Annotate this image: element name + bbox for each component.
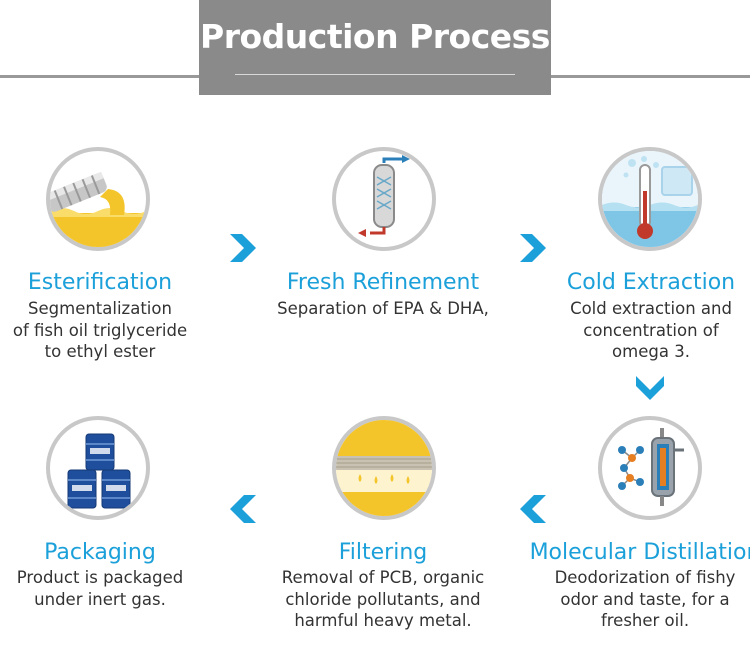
header-banner: Production Process	[199, 0, 551, 95]
step-desc-molecular-distillation: Deodorization of fishy odor and taste, f…	[554, 568, 736, 630]
step-title-fresh-refinement: Fresh Refinement	[286, 270, 480, 295]
step-desc-packaging: Product is packaged under inert gas.	[16, 568, 184, 609]
title-underline	[235, 74, 515, 75]
step-desc-cold-extraction: Cold extraction and concentration of ome…	[570, 299, 732, 361]
step-title-molecular-distillation: Molecular Distillation	[529, 540, 750, 565]
chevron-down-icon	[636, 376, 664, 400]
page-title: Production Process	[200, 17, 550, 56]
stacked-drums-icon	[46, 416, 150, 520]
filter-membrane-icon	[332, 416, 436, 520]
step-title-packaging: Packaging	[44, 540, 156, 565]
step-title-filtering: Filtering	[338, 540, 428, 565]
header-rule-left	[0, 75, 199, 78]
step-desc-fresh-refinement: Separation of EPA & DHA,	[277, 299, 489, 318]
refinement-column-icon	[332, 147, 436, 251]
pipe-pouring-oil-icon	[46, 147, 150, 251]
step-title-esterification: Esterification	[27, 270, 173, 295]
step-title-cold-extraction: Cold Extraction	[566, 270, 736, 295]
chevron-left-icon	[520, 495, 546, 523]
molecular-distiller-icon	[598, 416, 702, 520]
step-desc-filtering: Removal of PCB, organic chloride polluta…	[281, 568, 485, 630]
chevron-left-icon	[230, 495, 256, 523]
chevron-right-icon	[230, 234, 256, 262]
step-desc-esterification: Segmentalization of fish oil triglycerid…	[12, 299, 188, 361]
header-rule-right	[551, 75, 750, 78]
thermometer-ice-icon	[598, 147, 702, 251]
chevron-right-icon	[520, 234, 546, 262]
